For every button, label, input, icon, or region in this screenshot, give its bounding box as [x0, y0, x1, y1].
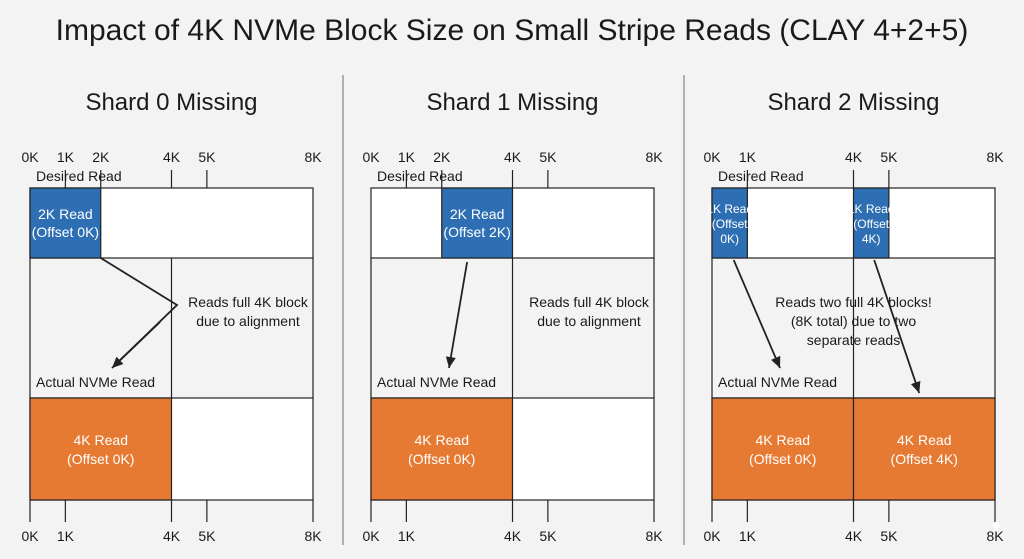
axis-tick-label: 1K [398, 149, 416, 165]
axis-tick-label: 4K [163, 149, 181, 165]
arrow-head [445, 356, 456, 368]
axis-tick-label: 2K [92, 149, 110, 165]
actual-read-label: Actual NVMe Read [377, 374, 496, 390]
desired-block-text: 2K Read [450, 206, 504, 222]
annotation-text: (8K total) due to two [791, 313, 917, 329]
axis-tick-label: 0K [362, 528, 380, 544]
actual-block-text: 4K Read [897, 432, 951, 448]
axis-tick-label: 5K [539, 149, 557, 165]
actual-block-text: (Offset 4K) [891, 451, 958, 467]
axis-tick-label: 4K [163, 528, 181, 544]
axis-tick-label: 1K [739, 149, 757, 165]
actual-read-block [711, 397, 855, 501]
axis-tick-label: 0K [21, 149, 39, 165]
desired-block-text: (Offset 0K) [32, 224, 99, 240]
diagram-title: Impact of 4K NVMe Block Size on Small St… [55, 14, 969, 47]
axis-tick-label: 8K [304, 528, 322, 544]
actual-read-block [852, 397, 996, 501]
desired-read-label: Desired Read [36, 168, 122, 184]
axis-tick-label: 0K [703, 149, 721, 165]
axis-tick-label: 5K [198, 528, 216, 544]
axis-tick-label: 0K [703, 528, 721, 544]
desired-block-text: (Offset [853, 217, 889, 231]
annotation-text: due to alignment [537, 313, 641, 329]
actual-read-block [29, 397, 173, 501]
axis-tick-label: 0K [362, 149, 380, 165]
axis-tick-label: 4K [845, 149, 863, 165]
axis-tick-label: 2K [433, 149, 451, 165]
axis-tick-label: 4K [504, 149, 522, 165]
axis-tick-label: 4K [504, 528, 522, 544]
axis-tick-label: 8K [986, 149, 1004, 165]
desired-block-text: (Offset 2K) [443, 224, 510, 240]
arrow-head [910, 380, 921, 393]
panel-heading: Shard 1 Missing [426, 89, 598, 116]
desired-block-text: 0K) [720, 232, 739, 246]
desired-read-label: Desired Read [718, 168, 804, 184]
actual-read-label: Actual NVMe Read [718, 374, 837, 390]
axis-tick-label: 8K [645, 528, 663, 544]
desired-block-text: 4K) [862, 232, 881, 246]
actual-read-label: Actual NVMe Read [36, 374, 155, 390]
axis-tick-label: 5K [880, 528, 898, 544]
panel-heading: Shard 2 Missing [767, 89, 939, 116]
arrow-line [100, 257, 179, 364]
desired-read-label: Desired Read [377, 168, 463, 184]
actual-block-text: 4K Read [756, 432, 810, 448]
desired-read-block [711, 187, 748, 259]
panel-heading: Shard 0 Missing [85, 89, 257, 116]
desired-block-text: 1K Read [848, 202, 895, 216]
arrow-line [732, 259, 781, 369]
desired-block-text: 2K Read [38, 206, 92, 222]
actual-block-text: 4K Read [415, 432, 469, 448]
axis-tick-label: 5K [539, 528, 557, 544]
actual-block-text: (Offset 0K) [67, 451, 134, 467]
axis-tick-label: 5K [198, 149, 216, 165]
axis-tick-label: 1K [57, 528, 75, 544]
desired-block-text: 1K Read [706, 202, 753, 216]
arrow-head [771, 355, 781, 368]
axis-tick-label: 0K [21, 528, 39, 544]
desired-read-block [441, 187, 514, 259]
actual-read-block [370, 397, 514, 501]
annotation-text: separate reads [807, 332, 900, 348]
annotation-text: due to alignment [196, 313, 300, 329]
arrow-line [111, 321, 161, 369]
axis-tick-label: 1K [739, 528, 757, 544]
annotation-text: Reads full 4K block [188, 294, 309, 310]
axis-tick-label: 8K [645, 149, 663, 165]
sparkle-icon: ✦ [988, 516, 1004, 536]
desired-read-block [852, 187, 890, 259]
arrow-head [112, 356, 124, 368]
axis-tick-label: 1K [57, 149, 75, 165]
desired-block-text: (Offset [712, 217, 748, 231]
actual-block-text: (Offset 0K) [408, 451, 475, 467]
annotation-text: Reads two full 4K blocks! [775, 294, 931, 310]
axis-tick-label: 4K [845, 528, 863, 544]
arrow-line [448, 261, 469, 369]
annotation-text: Reads full 4K block [529, 294, 650, 310]
axis-tick-label: 1K [398, 528, 416, 544]
actual-block-text: (Offset 0K) [749, 451, 816, 467]
axis-tick-label: 5K [880, 149, 898, 165]
desired-read-block [29, 187, 102, 259]
axis-tick-label: 8K [304, 149, 322, 165]
actual-block-text: 4K Read [74, 432, 128, 448]
arrow-line [873, 259, 921, 394]
axis-tick-label: 8K [986, 528, 1004, 544]
